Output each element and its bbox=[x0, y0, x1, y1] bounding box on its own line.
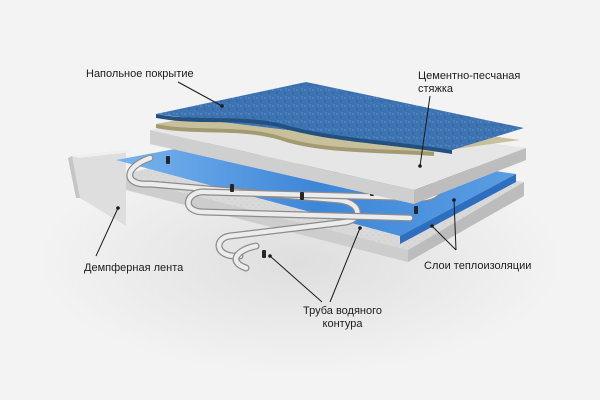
leader-dots bbox=[116, 104, 456, 258]
leader-lines bbox=[95, 81, 457, 303]
pipe-label: Труба водяного контура bbox=[303, 305, 382, 330]
floor-covering bbox=[156, 82, 524, 154]
damper-tape-label: Демпферная лента bbox=[84, 262, 184, 274]
damper-tape bbox=[68, 150, 132, 226]
floor-covering-label: Напольное покрытие bbox=[86, 68, 194, 80]
insulation-layers-label: Слои теплоизоляции bbox=[424, 260, 532, 272]
screed-label: Цементно-песчаная стяжка bbox=[418, 70, 521, 95]
